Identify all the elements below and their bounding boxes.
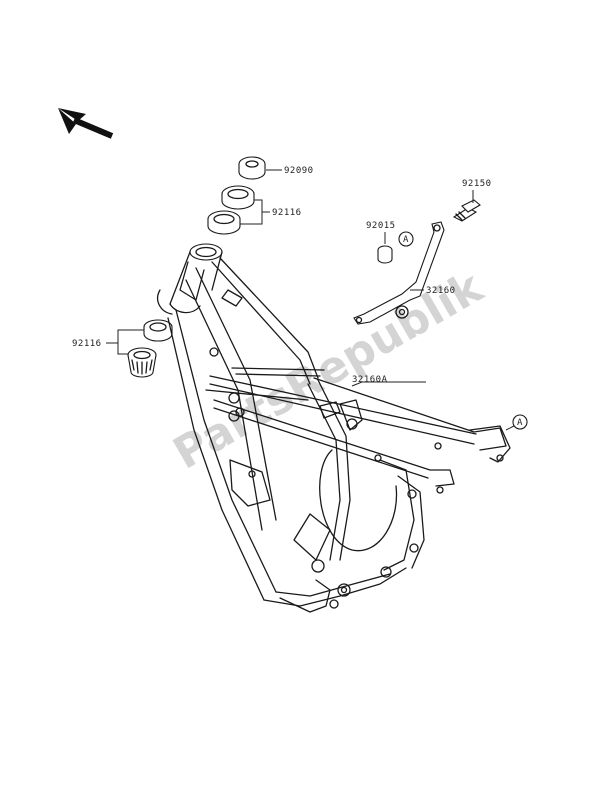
main-frame-32160a (157, 243, 511, 613)
bracket-32160 (353, 221, 445, 325)
part-label-92015: 92015 (366, 221, 396, 231)
svg-text:A: A (403, 235, 409, 245)
nut-92015 (377, 245, 393, 264)
lower-bearing-seal (143, 319, 173, 342)
top-bearing-seal (207, 210, 241, 235)
marker-a-rear: A (512, 414, 528, 430)
part-label-32160: 32160 (426, 286, 456, 296)
direction-arrow-icon (58, 108, 114, 139)
lower-bearing-roller (127, 347, 157, 378)
part-label-92116-left: 92116 (72, 339, 102, 349)
svg-text:A: A (517, 418, 523, 428)
part-label-92090: 92090 (284, 166, 314, 176)
part-label-32160a: 32160A (352, 375, 388, 385)
part-label-92150: 92150 (462, 179, 492, 189)
top-bearing-race (221, 185, 255, 210)
part-label-92116-top: 92116 (272, 208, 302, 218)
bolt-92150 (452, 199, 481, 222)
steering-stem-nut (238, 156, 266, 180)
marker-a-upper: A (398, 231, 414, 247)
